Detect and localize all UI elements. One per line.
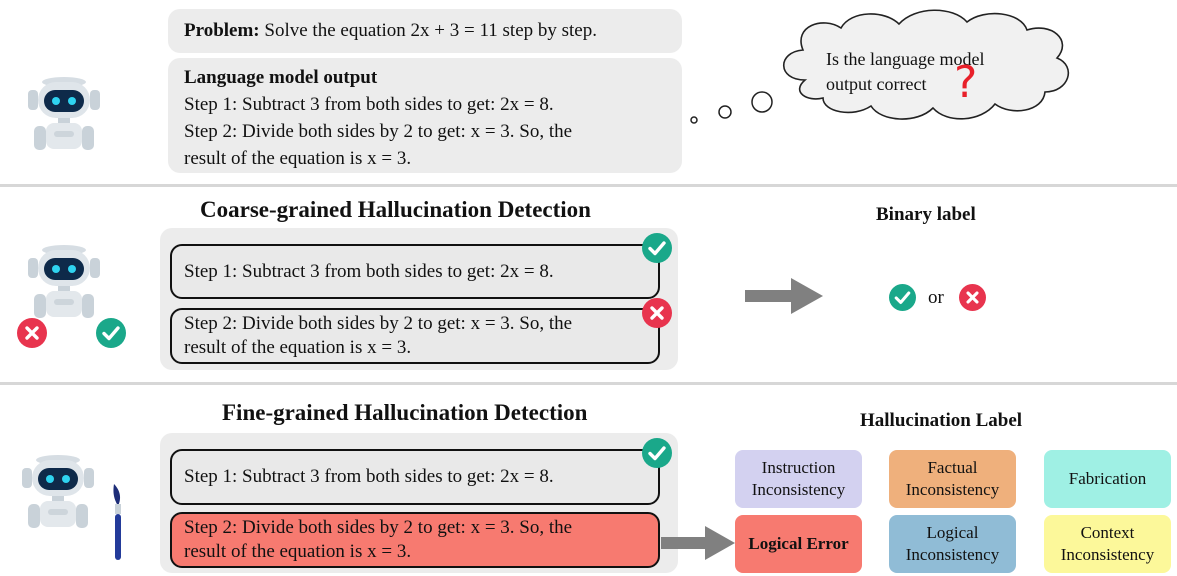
label-logical-line-1: Logical bbox=[926, 523, 979, 542]
label-context-line-2: Inconsistency bbox=[1060, 545, 1155, 564]
problem-statement: Solve the equation 2x + 3 = 11 step by s… bbox=[264, 20, 597, 41]
fine-step-2-line-1: Step 2: Divide both sides by 2 to get: x… bbox=[184, 517, 573, 538]
label-fabrication: Fabrication bbox=[1044, 450, 1171, 508]
output-line-2: Step 2: Divide both sides by 2 to get: x… bbox=[184, 121, 573, 142]
coarse-step-1: Step 1: Subtract 3 from both sides to ge… bbox=[170, 244, 660, 299]
robot-icon bbox=[28, 245, 100, 318]
label-instruction-line-1: Instruction bbox=[761, 458, 836, 477]
label-context-line-1: Context bbox=[1080, 523, 1135, 542]
label-instruction-line-2: Inconsistency bbox=[751, 480, 846, 499]
coarse-title: Coarse-grained Hallucination Detection bbox=[200, 197, 591, 222]
question-mark-icon: ? bbox=[954, 57, 978, 108]
label-factual-inconsistency: Factual Inconsistency bbox=[889, 450, 1016, 508]
fine-step-1-text: Step 1: Subtract 3 from both sides to ge… bbox=[184, 466, 554, 487]
problem-label: Problem: bbox=[184, 20, 260, 41]
arrow-right-icon bbox=[745, 278, 823, 314]
or-text: or bbox=[928, 287, 944, 308]
label-context-inconsistency: Context Inconsistency bbox=[1044, 515, 1171, 573]
cross-icon bbox=[17, 318, 47, 348]
fine-step-1: Step 1: Subtract 3 from both sides to ge… bbox=[170, 449, 660, 505]
fine-step-2-line-2: result of the equation is x = 3. bbox=[184, 541, 412, 562]
cross-icon bbox=[642, 298, 672, 328]
thought-cloud-icon bbox=[690, 9, 1069, 124]
cross-icon bbox=[959, 284, 986, 311]
label-logical-line-2: Inconsistency bbox=[905, 545, 1000, 564]
label-fabrication-text: Fabrication bbox=[1068, 469, 1147, 488]
hallucination-label-title: Hallucination Label bbox=[860, 410, 1023, 431]
coarse-step-2-line-2: result of the equation is x = 3. bbox=[184, 337, 412, 358]
thought-line-2: output correct bbox=[826, 74, 927, 94]
divider-1 bbox=[0, 184, 1177, 187]
coarse-step-1-text: Step 1: Subtract 3 from both sides to ge… bbox=[184, 260, 554, 282]
output-title: Language model output bbox=[184, 67, 378, 88]
label-logical-inconsistency: Logical Inconsistency bbox=[889, 515, 1016, 573]
output-box bbox=[168, 58, 682, 173]
robot-icon bbox=[28, 77, 100, 150]
check-icon bbox=[889, 284, 916, 311]
thought-line-1: Is the language model bbox=[826, 49, 985, 69]
arrow-right-icon bbox=[661, 526, 735, 560]
label-factual-line-1: Factual bbox=[927, 458, 978, 477]
check-icon bbox=[642, 438, 672, 468]
check-icon bbox=[96, 318, 126, 348]
check-icon bbox=[642, 233, 672, 263]
coarse-step-2-line-1: Step 2: Divide both sides by 2 to get: x… bbox=[184, 313, 573, 334]
output-line-1: Step 1: Subtract 3 from both sides to ge… bbox=[184, 94, 554, 115]
problem-text: Problem: Solve the equation 2x + 3 = 11 … bbox=[184, 18, 597, 44]
label-logical-error: Logical Error bbox=[735, 515, 862, 573]
coarse-step-2: Step 2: Divide both sides by 2 to get: x… bbox=[170, 308, 660, 364]
problem-box bbox=[168, 9, 682, 53]
paintbrush-icon bbox=[113, 484, 121, 560]
robot-icon bbox=[22, 455, 94, 528]
label-logical-error-text: Logical Error bbox=[748, 534, 849, 553]
output-line-3: result of the equation is x = 3. bbox=[184, 148, 412, 169]
binary-label-title: Binary label bbox=[876, 204, 976, 225]
divider-2 bbox=[0, 382, 1177, 385]
label-factual-line-2: Inconsistency bbox=[905, 480, 1000, 499]
fine-title: Fine-grained Hallucination Detection bbox=[222, 400, 588, 425]
label-instruction-inconsistency: Instruction Inconsistency bbox=[735, 450, 862, 508]
fine-step-2: Step 2: Divide both sides by 2 to get: x… bbox=[170, 512, 660, 568]
